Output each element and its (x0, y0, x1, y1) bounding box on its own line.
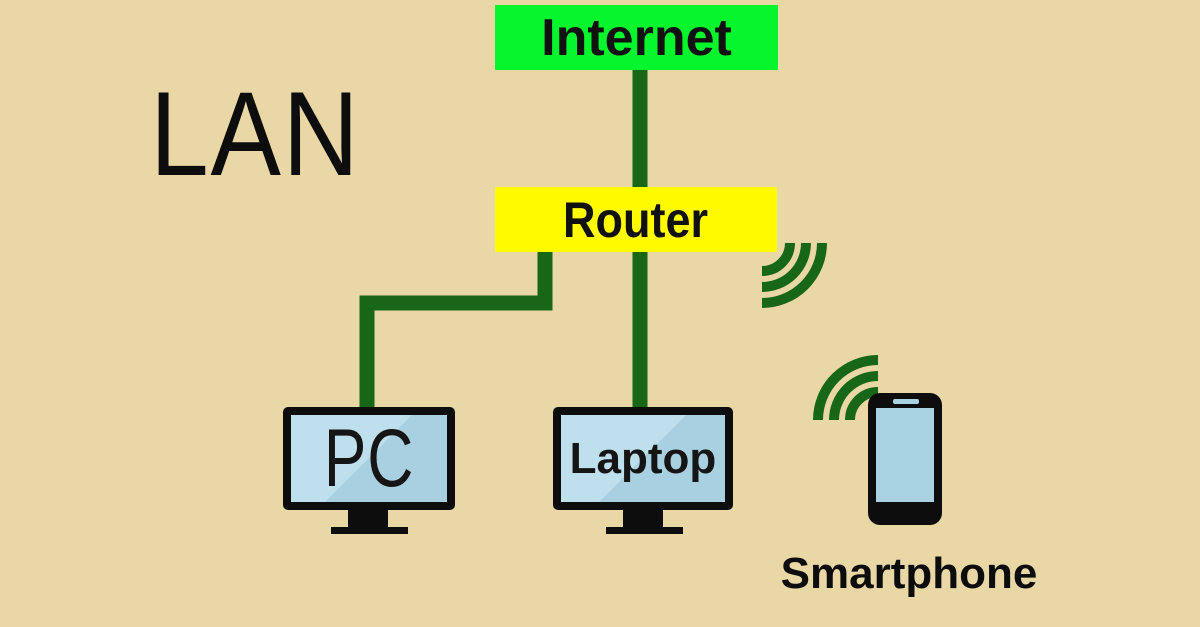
laptop-node: Laptop (553, 407, 733, 510)
wifi-arc-large (761, 242, 827, 308)
laptop-stand-base (606, 527, 683, 534)
internet-label: Internet (541, 8, 732, 67)
smartphone-wifi-icon (813, 355, 879, 421)
smartphone-screen (876, 408, 934, 502)
wifi-arc-medium (829, 371, 879, 421)
smartphone-node (868, 393, 942, 525)
cable-router-to-pc (359, 248, 553, 415)
wifi-arc-small (761, 242, 795, 276)
wifi-arc-medium (761, 242, 811, 292)
diagram-title: LAN (150, 67, 361, 201)
router-wifi-icon (761, 242, 827, 308)
wifi-arc-large (813, 355, 879, 421)
pc-label: PC (323, 412, 415, 504)
wifi-arc-small (845, 387, 879, 421)
smartphone-speaker-slit (893, 399, 919, 404)
laptop-stand-neck (623, 510, 663, 527)
pc-stand-base (331, 527, 408, 534)
router-label: Router (563, 191, 709, 248)
internet-node: Internet (495, 5, 778, 70)
pc-stand-neck (348, 510, 388, 527)
smartphone-label: Smartphone (780, 549, 1038, 598)
laptop-label: Laptop (569, 433, 717, 483)
pc-node: PC (283, 407, 455, 510)
router-node: Router (495, 187, 777, 252)
